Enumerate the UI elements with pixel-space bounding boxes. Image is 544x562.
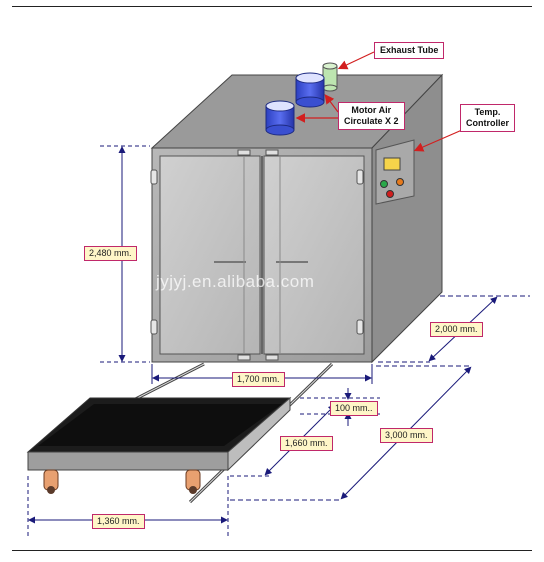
wheel-icon (43, 469, 59, 494)
exhaust-tube-callout: Exhaust Tube (374, 42, 445, 59)
hinge (150, 169, 158, 185)
motor-air-callout: Motor Air Circulate X 2 (338, 102, 405, 130)
trolley-front (27, 451, 229, 471)
controller-arrow (413, 129, 463, 152)
trolley-width-label: 1,360 mm. (92, 514, 145, 529)
watermark: jyjyj.en.alibaba.com (156, 272, 315, 291)
depth-label: 2,000 mm. (430, 322, 483, 337)
right-door (263, 155, 365, 355)
height-label: 2,480 mm. (84, 246, 137, 261)
motor-arrow (324, 94, 339, 113)
width-label: 1,700 mm. (232, 372, 285, 387)
motor-icon (295, 72, 325, 108)
hinge (356, 319, 364, 335)
latch (265, 354, 279, 361)
control-panel (375, 139, 415, 205)
motor-air-label-line1: Motor Air (351, 105, 392, 115)
wheel-icon (185, 469, 201, 494)
temperature-display (383, 157, 401, 171)
temp-controller-label-line2: Controller (466, 118, 510, 128)
exhaust-arrow (337, 51, 375, 70)
latch (237, 149, 251, 156)
hinge (356, 169, 364, 185)
motor-icon (265, 100, 295, 136)
bottom-border-rule (12, 550, 532, 551)
temp-controller-callout: Temp. Controller (460, 104, 516, 132)
exhaust-tube-label: Exhaust Tube (380, 45, 439, 55)
hinge (150, 319, 158, 335)
top-border-rule (12, 6, 532, 7)
motor-air-label-line2: Circulate X 2 (344, 116, 399, 126)
orange-indicator-icon (396, 178, 404, 186)
latch (237, 354, 251, 361)
track-length-label: 3,000 mm. (380, 428, 433, 443)
clearance-label: 100 mm.. (330, 401, 378, 416)
rail-height-label: 1,660 mm. (280, 436, 333, 451)
red-indicator-icon (386, 190, 394, 198)
temp-controller-label-line1: Temp. (474, 107, 501, 117)
green-indicator-icon (380, 180, 388, 188)
left-door (159, 155, 261, 355)
latch (265, 149, 279, 156)
